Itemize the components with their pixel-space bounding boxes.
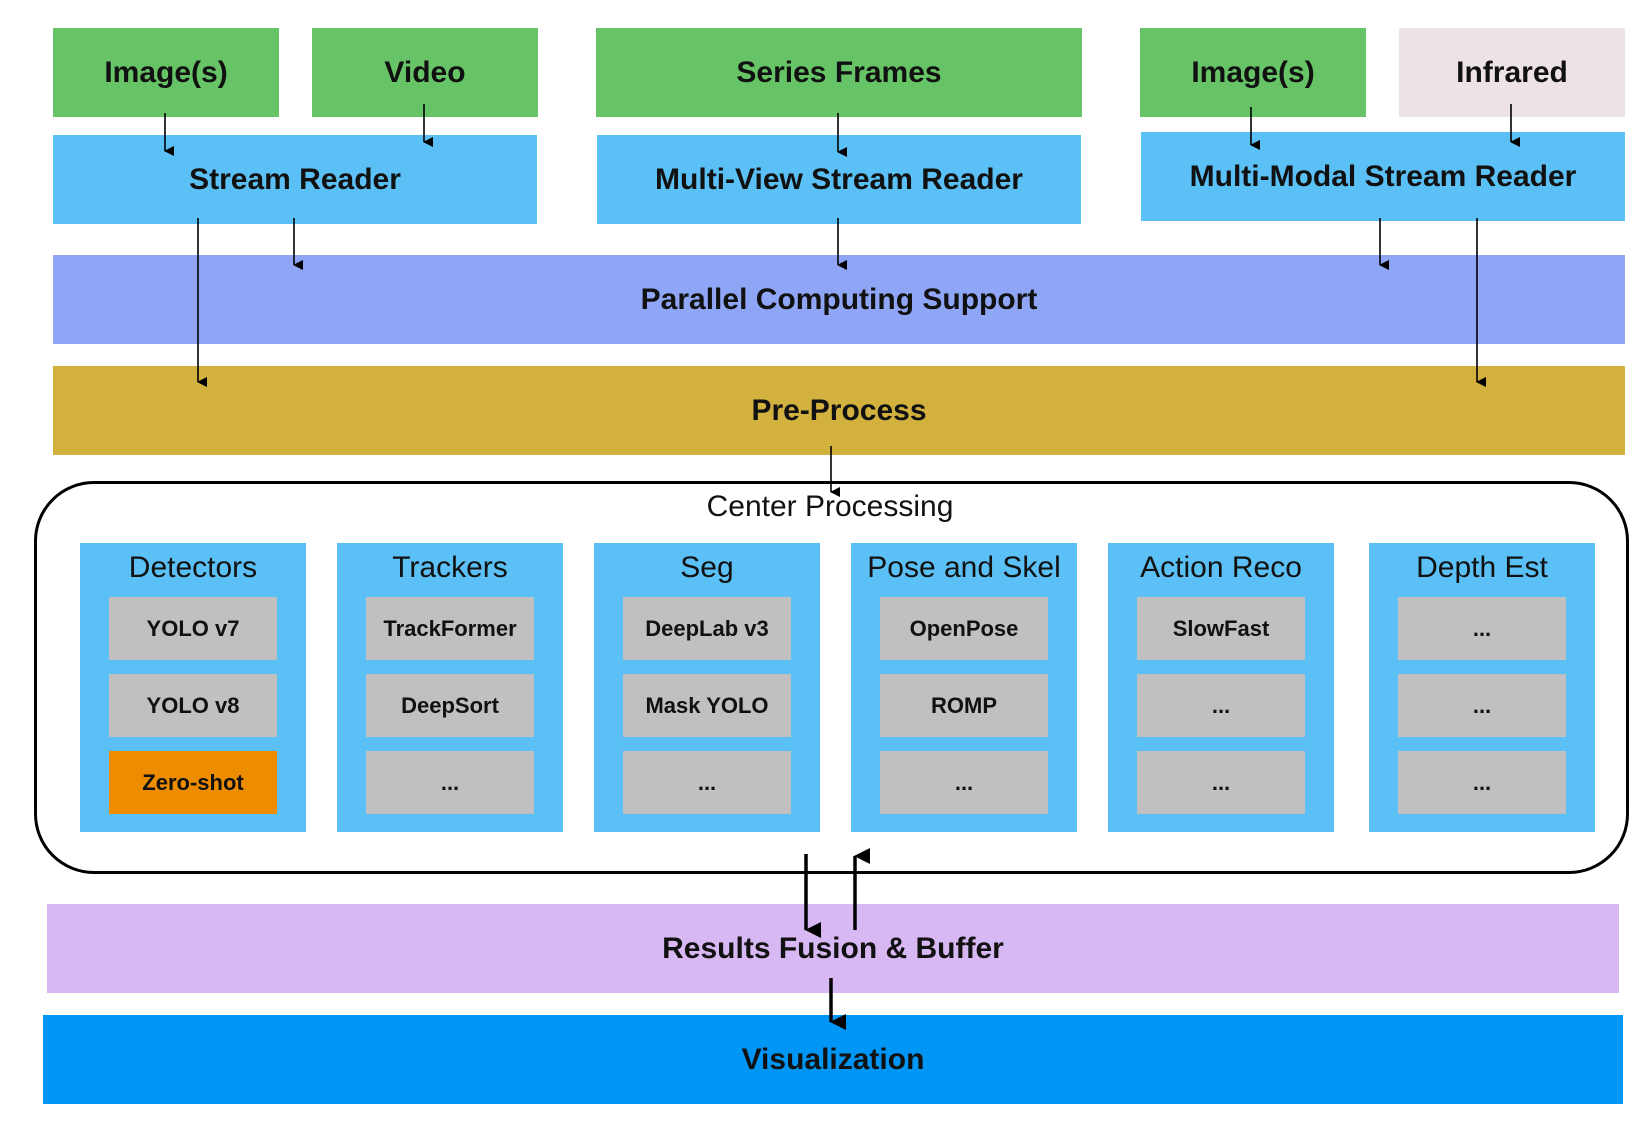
algo-item: Mask YOLO — [623, 674, 791, 737]
multi-modal-stream-reader: Multi-Modal Stream Reader — [1141, 132, 1625, 221]
algo-item: ... — [1398, 674, 1566, 737]
module-trackers: Trackers TrackFormer DeepSort ... — [337, 543, 563, 832]
algo-item: ... — [623, 751, 791, 814]
module-title: Detectors — [128, 551, 258, 584]
algo-item: DeepLab v3 — [623, 597, 791, 660]
stream-reader: Stream Reader — [53, 135, 537, 224]
algo-item: SlowFast — [1137, 597, 1305, 660]
module-title: Depth Est — [1416, 551, 1548, 584]
module-action-reco: Action Reco SlowFast ... ... — [1108, 543, 1334, 832]
source-video: Video — [312, 28, 538, 117]
results-fusion-buffer: Results Fusion & Buffer — [47, 904, 1619, 993]
source-images-1: Image(s) — [53, 28, 279, 117]
module-depth-est: Depth Est ... ... ... — [1369, 543, 1595, 832]
algo-item: ... — [366, 751, 534, 814]
algo-item: ... — [1398, 751, 1566, 814]
algo-item: DeepSort — [366, 674, 534, 737]
module-title: Pose and Skel — [867, 551, 1061, 584]
algo-item: YOLO v7 — [109, 597, 277, 660]
algo-item: ... — [1137, 751, 1305, 814]
module-detectors: Detectors YOLO v7 YOLO v8 Zero-shot — [80, 543, 306, 832]
algo-item: TrackFormer — [366, 597, 534, 660]
module-pose-and-skel: Pose and Skel OpenPose ROMP ... — [851, 543, 1077, 832]
algo-item: ROMP — [880, 674, 1048, 737]
source-series-frames: Series Frames — [596, 28, 1082, 117]
center-processing-title: Center Processing — [706, 490, 954, 523]
source-infrared: Infrared — [1399, 28, 1625, 117]
module-title: Trackers — [392, 551, 508, 584]
pre-process: Pre-Process — [53, 366, 1625, 455]
algo-item: ... — [1398, 597, 1566, 660]
module-title: Seg — [680, 551, 734, 584]
source-images-2: Image(s) — [1140, 28, 1366, 117]
algo-item: YOLO v8 — [109, 674, 277, 737]
algo-item-zero-shot: Zero-shot — [109, 751, 277, 814]
algo-item: OpenPose — [880, 597, 1048, 660]
module-title: Action Reco — [1140, 551, 1302, 584]
algo-item: ... — [880, 751, 1048, 814]
module-seg: Seg DeepLab v3 Mask YOLO ... — [594, 543, 820, 832]
algo-item: ... — [1137, 674, 1305, 737]
